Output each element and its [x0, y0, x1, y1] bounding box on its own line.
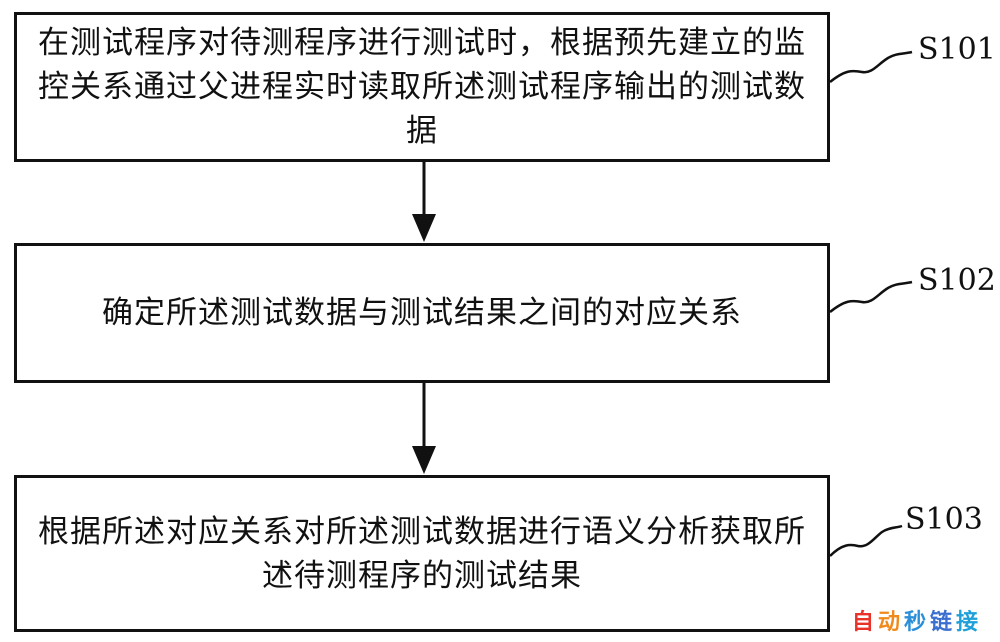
leader-line-s101	[829, 50, 913, 83]
arrow-s101-to-s102	[412, 162, 436, 242]
watermark-logo: 自动秒链接	[852, 604, 982, 636]
step-box-s102: 确定所述测试数据与测试结果之间的对应关系	[14, 243, 830, 383]
step-text-s102: 确定所述测试数据与测试结果之间的对应关系	[102, 295, 742, 331]
step-label-s101: S101	[918, 32, 996, 67]
watermark-text: 自动秒链接	[852, 610, 982, 635]
leader-line-s103	[829, 524, 903, 557]
watermark-char: 接	[955, 610, 982, 635]
watermark-char: 秒	[903, 610, 930, 635]
watermark-char: 动	[877, 610, 904, 635]
step-label-s102: S102	[918, 263, 996, 298]
step-text-s101: 在测试程序对待测程序进行测试时，根据预先建立的监控关系通过父进程实时读取所述测试…	[38, 25, 806, 149]
step-label-s103: S103	[905, 502, 983, 537]
step-box-s101: 在测试程序对待测程序进行测试时，根据预先建立的监控关系通过父进程实时读取所述测试…	[14, 12, 830, 162]
watermark-char: 自	[851, 610, 878, 635]
arrow-s102-to-s103	[412, 383, 436, 474]
step-text-s103: 根据所述对应关系对所述测试数据进行语义分析获取所述待测程序的测试结果	[38, 513, 806, 594]
step-box-s103: 根据所述对应关系对所述测试数据进行语义分析获取所述待测程序的测试结果	[14, 475, 830, 632]
leader-line-s102	[829, 280, 913, 313]
watermark-char: 链	[929, 610, 956, 635]
